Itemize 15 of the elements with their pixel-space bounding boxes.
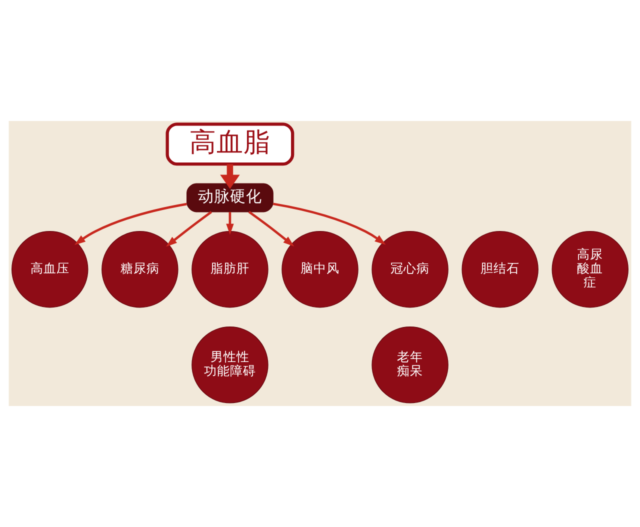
arrow <box>166 210 212 247</box>
node-box: 动脉硬化 <box>186 183 274 212</box>
node-box: 高血脂 <box>166 122 294 166</box>
arrow <box>220 164 240 189</box>
node-circle: 老年痴呆 <box>372 326 448 404</box>
arrow <box>74 202 187 245</box>
arrow <box>248 210 294 247</box>
node-circle: 冠心病 <box>372 231 448 308</box>
node-circle: 高血压 <box>12 231 88 308</box>
node-circle: 脂肪肝 <box>192 231 268 308</box>
node-circle: 高尿酸血症 <box>552 231 628 308</box>
arrow <box>226 212 234 235</box>
node-circle: 胆结石 <box>462 231 538 308</box>
arrow <box>273 202 386 245</box>
node-circle: 男性性功能障碍 <box>192 326 268 404</box>
